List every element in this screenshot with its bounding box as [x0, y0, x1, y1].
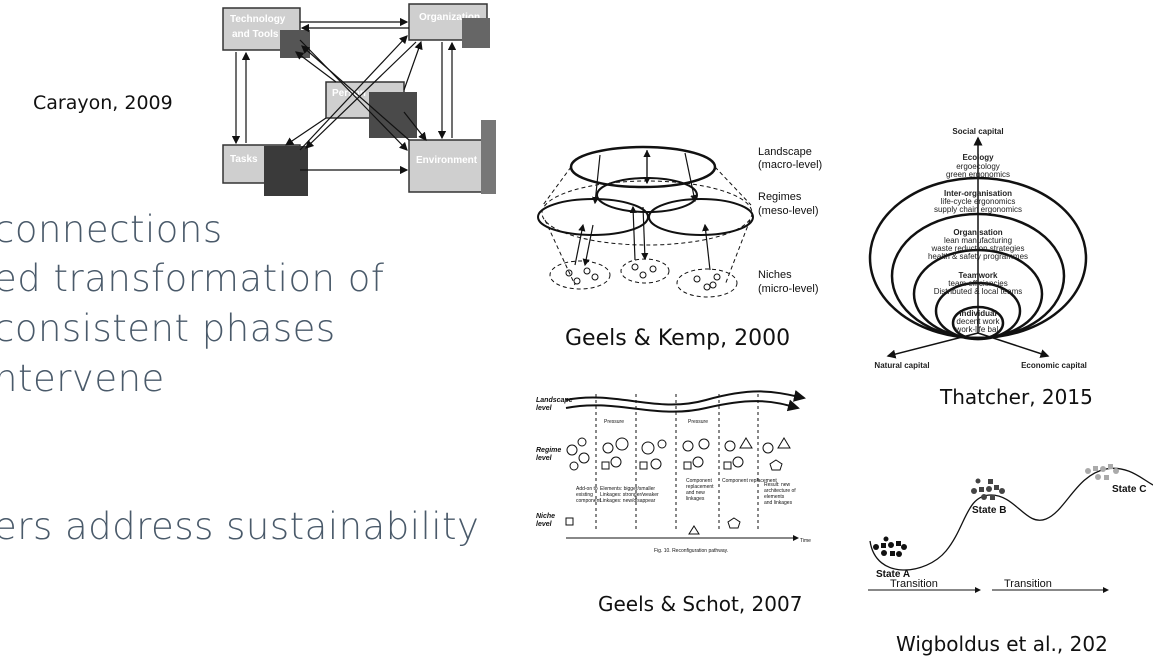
thatcher-team-1: team efficiencies	[948, 279, 1007, 288]
photo-icon	[481, 120, 496, 194]
photo-icon	[280, 30, 310, 58]
schot-landscape-level: level	[536, 405, 553, 412]
caption-carayon: Carayon, 2009	[33, 92, 173, 114]
schot-niche-level: level	[536, 521, 553, 528]
schot-addon-3: component	[576, 498, 601, 504]
mlp-landscape-sub: (macro-level)	[758, 159, 822, 171]
carayon-tech-label: Technology	[230, 14, 286, 25]
bullet-line-5: ers address sustainability	[0, 505, 480, 548]
thatcher-interorg-2: supply chain ergonomics	[934, 205, 1022, 214]
carayon-tasks-label: Tasks	[230, 154, 258, 165]
carayon-tools-label: and Tools	[232, 29, 279, 40]
schot-regime-label: Regime	[536, 447, 561, 454]
schot-comprep: Component replacement	[722, 478, 777, 484]
thatcher-teamwork-label: Teamwork	[959, 271, 999, 280]
schot-figure-caption: Fig. 10. Reconfiguration pathway.	[654, 548, 728, 554]
caption-geels-kemp: Geels & Kemp, 2000	[565, 326, 791, 351]
carayon-environment-label: Environment	[416, 155, 478, 166]
caption-geels-schot: Geels & Schot, 2007	[598, 592, 803, 616]
thatcher-nested-figure: Social capital Ecology ergoecology green…	[868, 127, 1088, 370]
wig-transition-2: Transition	[1004, 578, 1052, 590]
thatcher-social-label: Social capital	[952, 127, 1003, 136]
schot-time-label: Time	[800, 538, 811, 544]
schot-elements-1: Elements: bigger/smaller	[600, 486, 655, 492]
schot-pressure-1: Pressure	[604, 419, 624, 425]
schot-elements-3: Linkages: new/disappear	[600, 498, 656, 504]
thatcher-org-3: health & safety programmes	[928, 252, 1028, 261]
schot-comp-3: and new	[686, 490, 705, 496]
schot-result-2: architecture of	[764, 488, 796, 494]
wig-state-a: State A	[876, 569, 910, 580]
thatcher-ind-2: work-life bal.	[955, 325, 1001, 334]
schot-comp-4: linkages	[686, 496, 705, 502]
bullet-line-3: consistent phases	[0, 307, 336, 350]
bullet-line-1: connections	[0, 208, 223, 251]
thatcher-ind-1: decent work	[956, 317, 1000, 326]
thatcher-team-2: Distributed & local teams	[934, 287, 1022, 296]
thatcher-org-label: Organisation	[953, 228, 1002, 237]
thatcher-ecology-2: green ergonomics	[946, 170, 1010, 179]
schot-addon-1: Add-on to	[576, 486, 598, 492]
schot-pressure-2: Pressure	[688, 419, 708, 425]
schot-niche-label: Niche	[536, 513, 555, 520]
carayon-organization-label: Organization	[419, 12, 480, 23]
caption-wigboldus: Wigboldus et al., 202	[896, 632, 1108, 656]
bullet-line-2: ed transformation of	[0, 257, 385, 300]
thatcher-org-1: lean manufacturing	[944, 236, 1012, 245]
mlp-landscape-label: Landscape	[758, 146, 812, 158]
schot-result-4: and linkages	[764, 500, 793, 506]
wig-state-b: State B	[972, 505, 1006, 516]
schot-landscape-label: Landscape	[536, 397, 573, 404]
carayon-work-system-figure: Technology and Tools Organization Person…	[222, 3, 496, 196]
mlp-niches-sub: (micro-level)	[758, 283, 819, 295]
caption-thatcher: Thatcher, 2015	[940, 385, 1093, 409]
thatcher-interorg-1: life-cycle ergonomics	[941, 197, 1016, 206]
photo-icon	[264, 146, 308, 196]
thatcher-natural-label: Natural capital	[874, 361, 929, 370]
bullet-line-4: ntervene	[0, 357, 165, 400]
schot-comp-2: replacement	[686, 484, 714, 490]
wigboldus-states-figure: State A State B State C Transition Trans…	[868, 464, 1153, 593]
mlp-regimes-label: Regimes	[758, 191, 802, 203]
wig-transition-1: Transition	[890, 578, 938, 590]
geels-kemp-mlp-figure: Landscape (macro-level) Regimes (meso-le…	[537, 145, 822, 298]
geels-schot-pathway-figure: Landscape level Regime level Niche level…	[536, 390, 811, 554]
thatcher-individual-label: Individual	[959, 309, 996, 318]
thatcher-org-2: waste reduction strategies	[931, 244, 1025, 253]
schot-addon-2: existing	[576, 492, 593, 498]
schot-elements-2: Linkages: stronger/weaker	[600, 492, 659, 498]
schot-result-3: elements	[764, 494, 785, 500]
carayon-person-label: Person	[332, 88, 366, 99]
thatcher-economic-label: Economic capital	[1021, 361, 1087, 370]
wig-state-c: State C	[1112, 484, 1146, 495]
photo-icon	[462, 18, 490, 48]
schot-comp-1: Component	[686, 478, 712, 484]
thatcher-interorg-label: Inter-organisation	[944, 189, 1012, 198]
schot-result-1: Result: new	[764, 482, 791, 488]
mlp-regimes-sub: (meso-level)	[758, 205, 819, 217]
photo-icon	[369, 92, 417, 138]
thatcher-ecology-1: ergoecology	[956, 162, 1000, 171]
schot-regime-level: level	[536, 455, 553, 462]
thatcher-ecology-label: Ecology	[962, 153, 994, 162]
mlp-niches-label: Niches	[758, 269, 792, 281]
